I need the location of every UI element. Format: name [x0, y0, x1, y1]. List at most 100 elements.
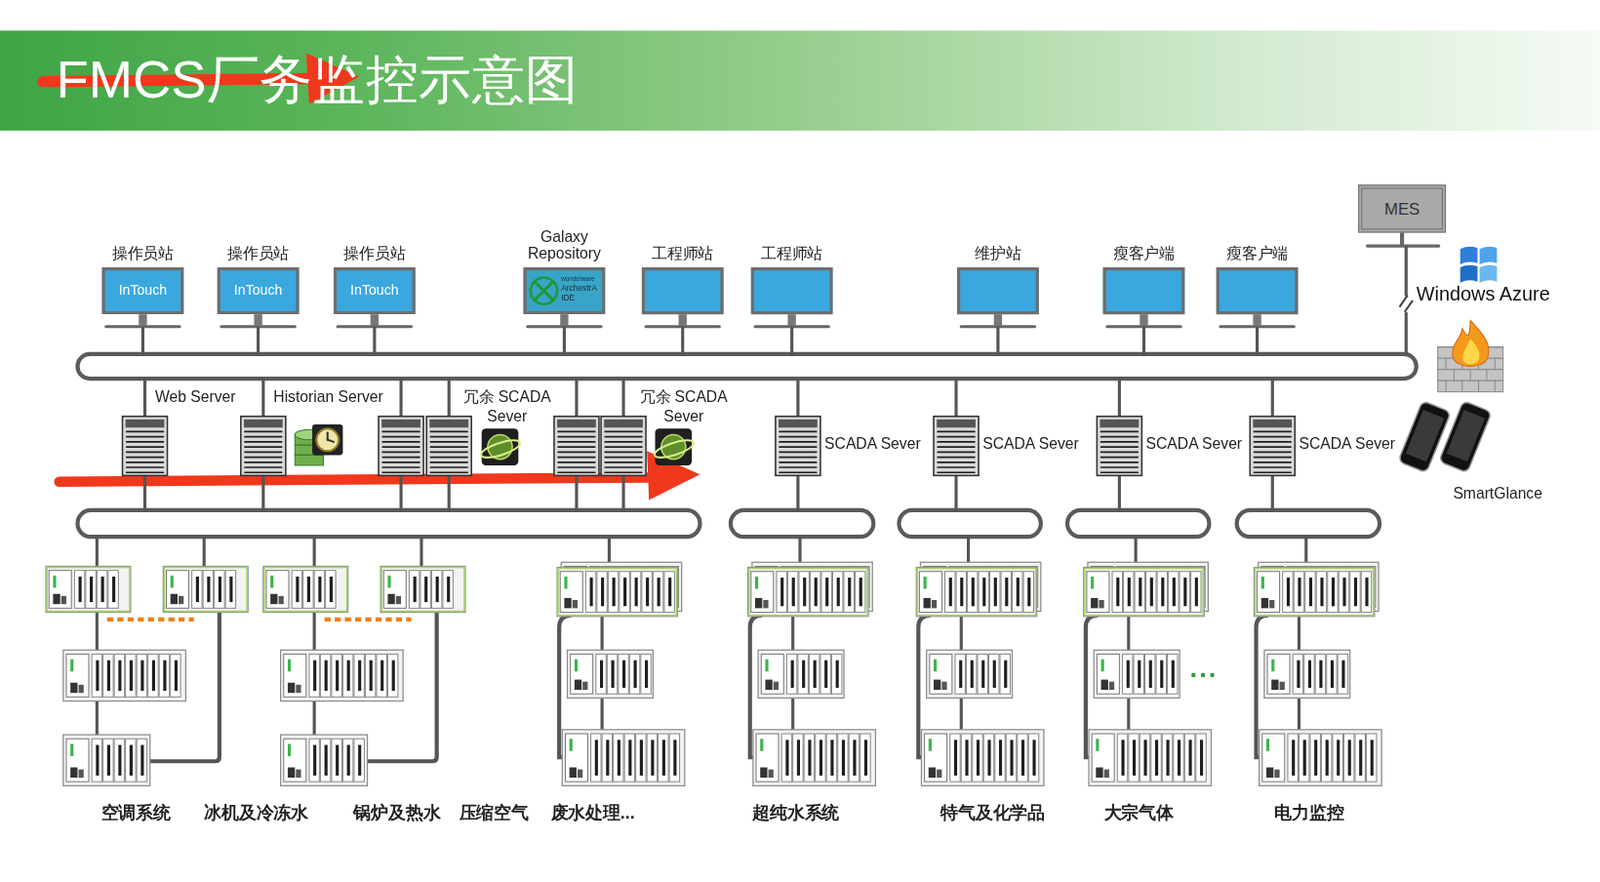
plc-led — [1271, 659, 1275, 673]
part-label: Historian Server — [273, 386, 383, 406]
io-terminal — [101, 576, 105, 602]
io-terminal — [95, 660, 99, 691]
io-terminal — [313, 745, 317, 776]
system-label: 电力监控 — [1238, 801, 1381, 824]
network-bus — [77, 354, 1416, 379]
io-module — [1168, 571, 1179, 613]
io-terminal — [1132, 739, 1136, 776]
plc-rack — [557, 567, 678, 617]
plc-port — [928, 767, 936, 778]
plc-rack — [561, 729, 685, 787]
plc-port — [931, 600, 937, 608]
plc-port — [755, 598, 762, 608]
plc-rack — [380, 565, 466, 612]
io-module — [1028, 733, 1039, 782]
station-label: 操作员站 — [71, 244, 214, 262]
io-module — [1327, 571, 1338, 613]
plc-led — [387, 575, 391, 589]
plc-rack — [1259, 729, 1383, 787]
plc-cpu — [165, 570, 189, 609]
server-slot — [244, 471, 282, 474]
network-wire — [1297, 697, 1301, 729]
io-terminal — [960, 577, 963, 606]
plc-cpu — [570, 653, 594, 694]
io-terminal — [380, 660, 384, 691]
io-terminal — [635, 577, 639, 606]
io-terminal — [1314, 739, 1318, 776]
io-terminal — [152, 660, 156, 691]
server-slot — [382, 440, 420, 443]
plc-rack — [162, 565, 248, 612]
smartphone-screen — [1446, 409, 1485, 462]
smartphone-screen — [1405, 409, 1444, 462]
firewall-brick — [1494, 358, 1496, 370]
io-module — [1000, 571, 1011, 613]
server-slot — [382, 466, 420, 469]
io-module — [202, 570, 213, 609]
server-slot — [937, 466, 975, 469]
io-module — [408, 570, 419, 609]
server-slot — [558, 431, 596, 434]
server-slot — [779, 431, 817, 434]
io-module — [91, 738, 102, 782]
server-slot — [604, 431, 642, 434]
network-wire — [261, 379, 265, 417]
plc-led — [764, 659, 768, 673]
plc-port — [396, 596, 401, 604]
io-module — [1298, 733, 1309, 782]
io-terminal — [1303, 739, 1307, 776]
io-terminal — [107, 745, 111, 776]
firewall-brick — [1445, 380, 1447, 393]
io-terminal — [1027, 577, 1031, 606]
plc-port — [295, 769, 301, 778]
clock-icon — [327, 440, 334, 442]
server-header — [243, 419, 283, 428]
io-module — [786, 653, 797, 694]
network-wire — [1126, 617, 1130, 650]
network-wire — [1134, 537, 1138, 564]
server-slot — [558, 466, 596, 469]
io-terminal — [668, 577, 672, 606]
io-terminal — [1155, 739, 1159, 776]
io-module — [1315, 653, 1325, 694]
plc-cpu — [756, 733, 779, 782]
windows-logo — [1460, 246, 1479, 265]
io-module — [1365, 733, 1376, 782]
monitor-neck — [1400, 232, 1404, 245]
io-module — [613, 733, 624, 782]
io-module — [793, 733, 803, 782]
plc-cpu — [48, 570, 72, 609]
server-slot — [382, 445, 420, 448]
system-label: 大宗气体 — [1067, 801, 1210, 824]
server-slot — [604, 440, 642, 443]
io-module — [85, 570, 96, 609]
io-module — [776, 571, 787, 613]
server-slot — [1101, 440, 1139, 443]
io-terminal — [89, 576, 93, 602]
network-wire — [960, 697, 963, 729]
io-module — [103, 738, 114, 782]
server-rack — [378, 416, 424, 477]
network-wire — [574, 379, 578, 417]
plc-accent — [1084, 568, 1203, 616]
plc-port — [773, 681, 779, 690]
network-wire — [600, 617, 604, 650]
plc-rack — [280, 734, 368, 786]
io-module — [831, 653, 841, 694]
page-title: FMCS厂务监控示意图 — [56, 46, 579, 113]
io-module — [585, 571, 596, 613]
network-wire — [966, 537, 970, 564]
network-wire — [141, 327, 145, 355]
server-slot — [382, 456, 420, 459]
io-module — [955, 653, 965, 694]
io-module — [431, 570, 441, 609]
server-slot — [430, 436, 468, 439]
io-terminal — [628, 739, 632, 776]
io-terminal — [436, 576, 440, 602]
server-slot — [1101, 445, 1139, 448]
server-slot — [1253, 451, 1291, 454]
server-slot — [558, 436, 596, 439]
system-label: 空调系统 — [64, 801, 207, 824]
monitor-screen: 操作员站InTouch — [217, 267, 300, 315]
io-terminal — [824, 660, 828, 688]
